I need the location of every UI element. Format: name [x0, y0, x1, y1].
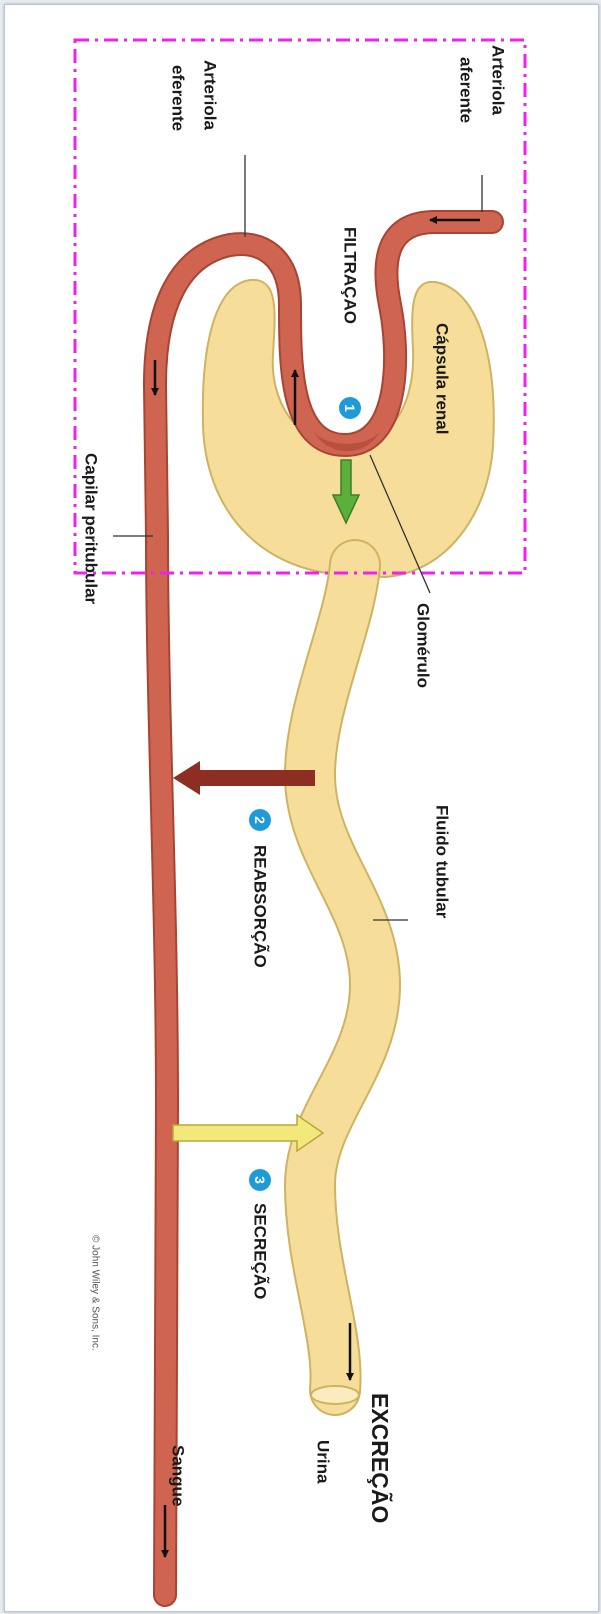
label-excrecao: EXCREÇÃO — [367, 1393, 394, 1523]
copyright-notice: © John Wiley & Sons, Inc. — [90, 1235, 101, 1351]
label-capsula-renal: Cápsula renal — [433, 323, 452, 435]
label-reabsorcao: REABSORÇÃO — [251, 845, 271, 968]
label-arteriola-eferente-1: Arteriola — [201, 60, 220, 130]
step-2-number: 2 — [252, 816, 268, 824]
label-arteriola-eferente-2: eferente — [169, 65, 188, 131]
tubule-fill — [310, 565, 375, 1390]
label-glomerulo: Glomérulo — [414, 603, 433, 688]
step-2-badge: 2 — [249, 809, 271, 831]
label-capilar-peritubular: Capilar peritubular — [82, 453, 101, 605]
step-1-badge: 1 — [339, 397, 361, 419]
secretion-arrow — [173, 1115, 323, 1151]
step-1-number: 1 — [342, 404, 358, 412]
step-3-badge: 3 — [249, 1169, 271, 1191]
nephron-diagram: 1 2 3 Arteriola aferente Arteriola efere… — [5, 5, 598, 1611]
label-filtracao: FILTRAÇAO — [341, 227, 360, 324]
tubule-opening — [311, 1386, 359, 1404]
diagram-frame: 1 2 3 Arteriola aferente Arteriola efere… — [4, 4, 599, 1612]
label-secrecao: SECREÇÃO — [251, 1203, 271, 1299]
label-arteriola-aferente-2: aferente — [457, 57, 476, 123]
label-arteriola-aferente-1: Arteriola — [489, 45, 508, 115]
step-3-number: 3 — [252, 1176, 268, 1184]
label-sangue: Sangue — [169, 1445, 188, 1506]
label-urina: Urina — [314, 1440, 333, 1484]
label-fluido-tubular: Fluido tubular — [433, 805, 452, 919]
